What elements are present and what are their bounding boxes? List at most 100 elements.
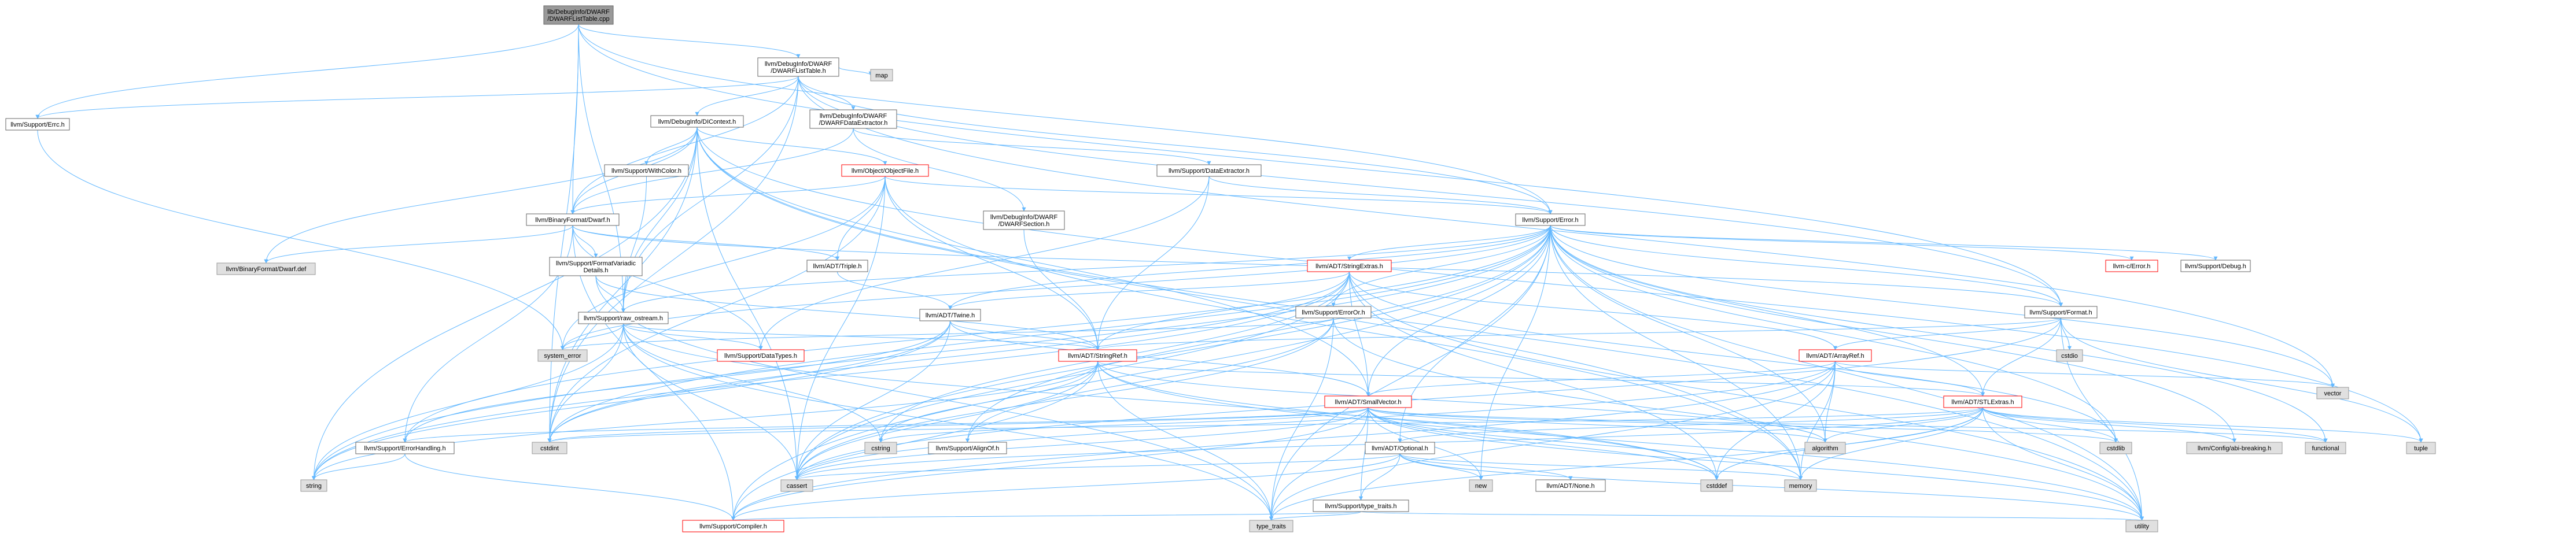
node-datatypes_h[interactable]: llvm/Support/DataTypes.h xyxy=(717,349,805,362)
edge-arrayref_h-to-vector xyxy=(1835,361,2335,388)
node-box xyxy=(2056,349,2083,362)
node-optional_h[interactable]: llvm/ADT/Optional.h xyxy=(1365,442,1435,454)
node-dicontext_h[interactable]: llvm/DebugInfo/DIContext.h xyxy=(650,115,744,128)
node-box xyxy=(1515,213,1586,226)
node-label: llvm/DebugInfo/DIContext.h xyxy=(658,119,736,125)
edge-dwarf_listtable_h-to-errc_h xyxy=(35,76,799,119)
node-stlextras_h[interactable]: llvm/ADT/STLExtras.h xyxy=(1943,395,2022,408)
node-withcolor_h[interactable]: llvm/Support/WithColor.h xyxy=(604,164,689,177)
node-label: cstdlib xyxy=(2107,445,2125,452)
node-label: cstring xyxy=(871,445,890,452)
node-label: llvm/Support/Errc.h xyxy=(10,121,65,128)
node-box xyxy=(216,262,316,275)
node-new[interactable]: new xyxy=(1469,479,1493,492)
node-system_error[interactable]: system_error xyxy=(537,349,588,362)
edge-typetraits_h-to-compiler_h xyxy=(731,511,1361,521)
edge-error_h-to-alignof_h xyxy=(965,225,1551,443)
node-format_h[interactable]: llvm/Support/Format.h xyxy=(2024,306,2098,319)
node-arrayref_h[interactable]: llvm/ADT/ArrayRef.h xyxy=(1799,349,1872,362)
edge-optional_h-to-none_h xyxy=(1399,453,1573,480)
node-string[interactable]: string xyxy=(300,479,327,492)
node-twine_h[interactable]: llvm/ADT/Twine.h xyxy=(919,309,981,321)
edge-optional_h-to-new xyxy=(1399,453,1483,480)
node-box xyxy=(1804,442,1846,454)
node-cstdint[interactable]: cstdint xyxy=(532,442,567,454)
node-utility[interactable]: utility xyxy=(2125,520,2158,532)
node-vector[interactable]: vector xyxy=(2316,387,2349,399)
node-triple_h[interactable]: llvm/ADT/Triple.h xyxy=(806,260,868,272)
node-root[interactable]: lib/DebugInfo/DWARF/DWARFListTable.cpp xyxy=(543,5,614,25)
edge-error_h-to-compiler_h xyxy=(731,225,1551,521)
edge-stlextras_h-to-configbreaking_h xyxy=(1982,407,2236,443)
edge-twine_h-to-string xyxy=(312,320,950,480)
edge-error_h-to-smallvector_h xyxy=(1366,225,1551,397)
node-smallvector_h[interactable]: llvm/ADT/SmallVector.h xyxy=(1324,395,1412,408)
node-box xyxy=(2180,260,2251,272)
edge-error_h-to-memory xyxy=(1550,225,1803,480)
edge-dwarf_listtable_h-to-error_h xyxy=(798,76,1553,214)
edge-objectfile_h-to-error_h xyxy=(885,176,1553,214)
node-errc_h[interactable]: llvm/Support/Errc.h xyxy=(5,118,70,131)
edge-stlextras_h-to-optional_h xyxy=(1398,407,1983,443)
node-functional[interactable]: functional xyxy=(2305,442,2346,454)
node-box xyxy=(578,312,669,324)
edge-errc_h-to-system_error xyxy=(37,129,565,350)
edge-stringextras_h-to-arrayref_h xyxy=(1349,271,1837,350)
node-map[interactable]: map xyxy=(870,69,893,82)
node-none_h[interactable]: llvm/ADT/None.h xyxy=(1535,479,1606,492)
node-raw_ostream_h[interactable]: llvm/Support/raw_ostream.h xyxy=(578,312,669,324)
edge-stlextras_h-to-tuple xyxy=(1982,407,2423,443)
node-stringref_h[interactable]: llvm/ADT/StringRef.h xyxy=(1058,349,1137,362)
edge-erroror_h-to-utility xyxy=(1333,317,2144,521)
edge-optional_h-to-memory xyxy=(1399,453,1803,480)
node-stringextras_h[interactable]: llvm/ADT/StringExtras.h xyxy=(1307,260,1392,272)
node-binaryformat_dwarf_h[interactable]: llvm/BinaryFormat/Dwarf.h xyxy=(526,213,620,226)
node-compiler_h[interactable]: llvm/Support/Compiler.h xyxy=(682,520,784,532)
node-dataextractor_h[interactable]: llvm/Support/DataExtractor.h xyxy=(1156,164,1262,177)
node-cstdlib[interactable]: cstdlib xyxy=(2099,442,2132,454)
node-tuple[interactable]: tuple xyxy=(2406,442,2436,454)
edge-dataextractor_h-to-stringref_h xyxy=(1096,176,1210,350)
edge-erroror_h-to-alignof_h xyxy=(965,317,1334,443)
node-erroror_h[interactable]: llvm/Support/ErrorOr.h xyxy=(1295,306,1372,319)
node-box xyxy=(1058,349,1137,362)
node-cstring[interactable]: cstring xyxy=(864,442,897,454)
node-box xyxy=(1156,164,1262,177)
node-configbreaking_h[interactable]: llvm/Config/abi-breaking.h xyxy=(2186,442,2283,454)
node-memory[interactable]: memory xyxy=(1784,479,1817,492)
edge-twine_h-to-cassert xyxy=(795,320,950,480)
node-dwarf_def[interactable]: llvm/BinaryFormat/Dwarf.def xyxy=(216,262,316,275)
node-box xyxy=(1307,260,1392,272)
node-debug_h[interactable]: llvm/Support/Debug.h xyxy=(2180,260,2251,272)
edge-formatvariadicdetails_h-to-stringref_h xyxy=(595,275,1100,350)
node-dataextractor_dwarf_h[interactable]: llvm/DebugInfo/DWARF/DWARFDataExtractor.… xyxy=(809,109,897,129)
node-cstddef[interactable]: cstddef xyxy=(1700,479,1733,492)
node-alignof_h[interactable]: llvm/Support/AlignOf.h xyxy=(928,442,1007,454)
edge-smallvector_h-to-functional xyxy=(1368,407,2328,443)
edge-objectfile_h-to-triple_h xyxy=(835,176,886,261)
node-type_traits[interactable]: type_traits xyxy=(1249,520,1293,532)
node-objectfile_h[interactable]: llvm/Object/ObjectFile.h xyxy=(841,164,929,177)
node-errorhandling_h[interactable]: llvm/Support/ErrorHandling.h xyxy=(355,442,455,454)
edge-optional_h-to-utility xyxy=(1399,453,2144,521)
node-dwarfsection_h[interactable]: llvm/DebugInfo/DWARF/DWARFSection.h xyxy=(983,210,1065,230)
node-algorithm[interactable]: algorithm xyxy=(1804,442,1846,454)
node-dwarf_listtable_h[interactable]: llvm/DebugInfo/DWARF/DWARFListTable.h xyxy=(757,57,839,77)
node-cstdio[interactable]: cstdio xyxy=(2056,349,2083,362)
edge-dicontext_h-to-tuple xyxy=(696,127,2423,443)
node-cassert[interactable]: cassert xyxy=(780,479,813,492)
node-error_h[interactable]: llvm/Support/Error.h xyxy=(1515,213,1586,226)
edge-dataextractor_dwarf_h-to-binaryformat_dwarf_h xyxy=(570,128,854,214)
node-label: llvm/ADT/Optional.h xyxy=(1372,445,1428,452)
node-label: llvm/ADT/Triple.h xyxy=(813,263,862,270)
node-c_error_h[interactable]: llvm-c/Error.h xyxy=(2105,260,2158,272)
edge-smallvector_h-to-cassert xyxy=(795,407,1369,480)
node-typetraits_h[interactable]: llvm/Support/type_traits.h xyxy=(1313,499,1409,512)
edge-stlextras_h-to-type_traits xyxy=(1269,407,1983,521)
node-label: llvm/Support/ErrorHandling.h xyxy=(364,445,445,452)
edge-dwarf_listtable_h-to-raw_ostream_h xyxy=(621,76,799,313)
edge-dataextractor_dwarf_h-to-dataextractor_h xyxy=(853,128,1211,165)
edge-dwarf_listtable_h-to-vector xyxy=(798,76,2335,388)
edge-error_h-to-utility xyxy=(1550,225,2144,521)
